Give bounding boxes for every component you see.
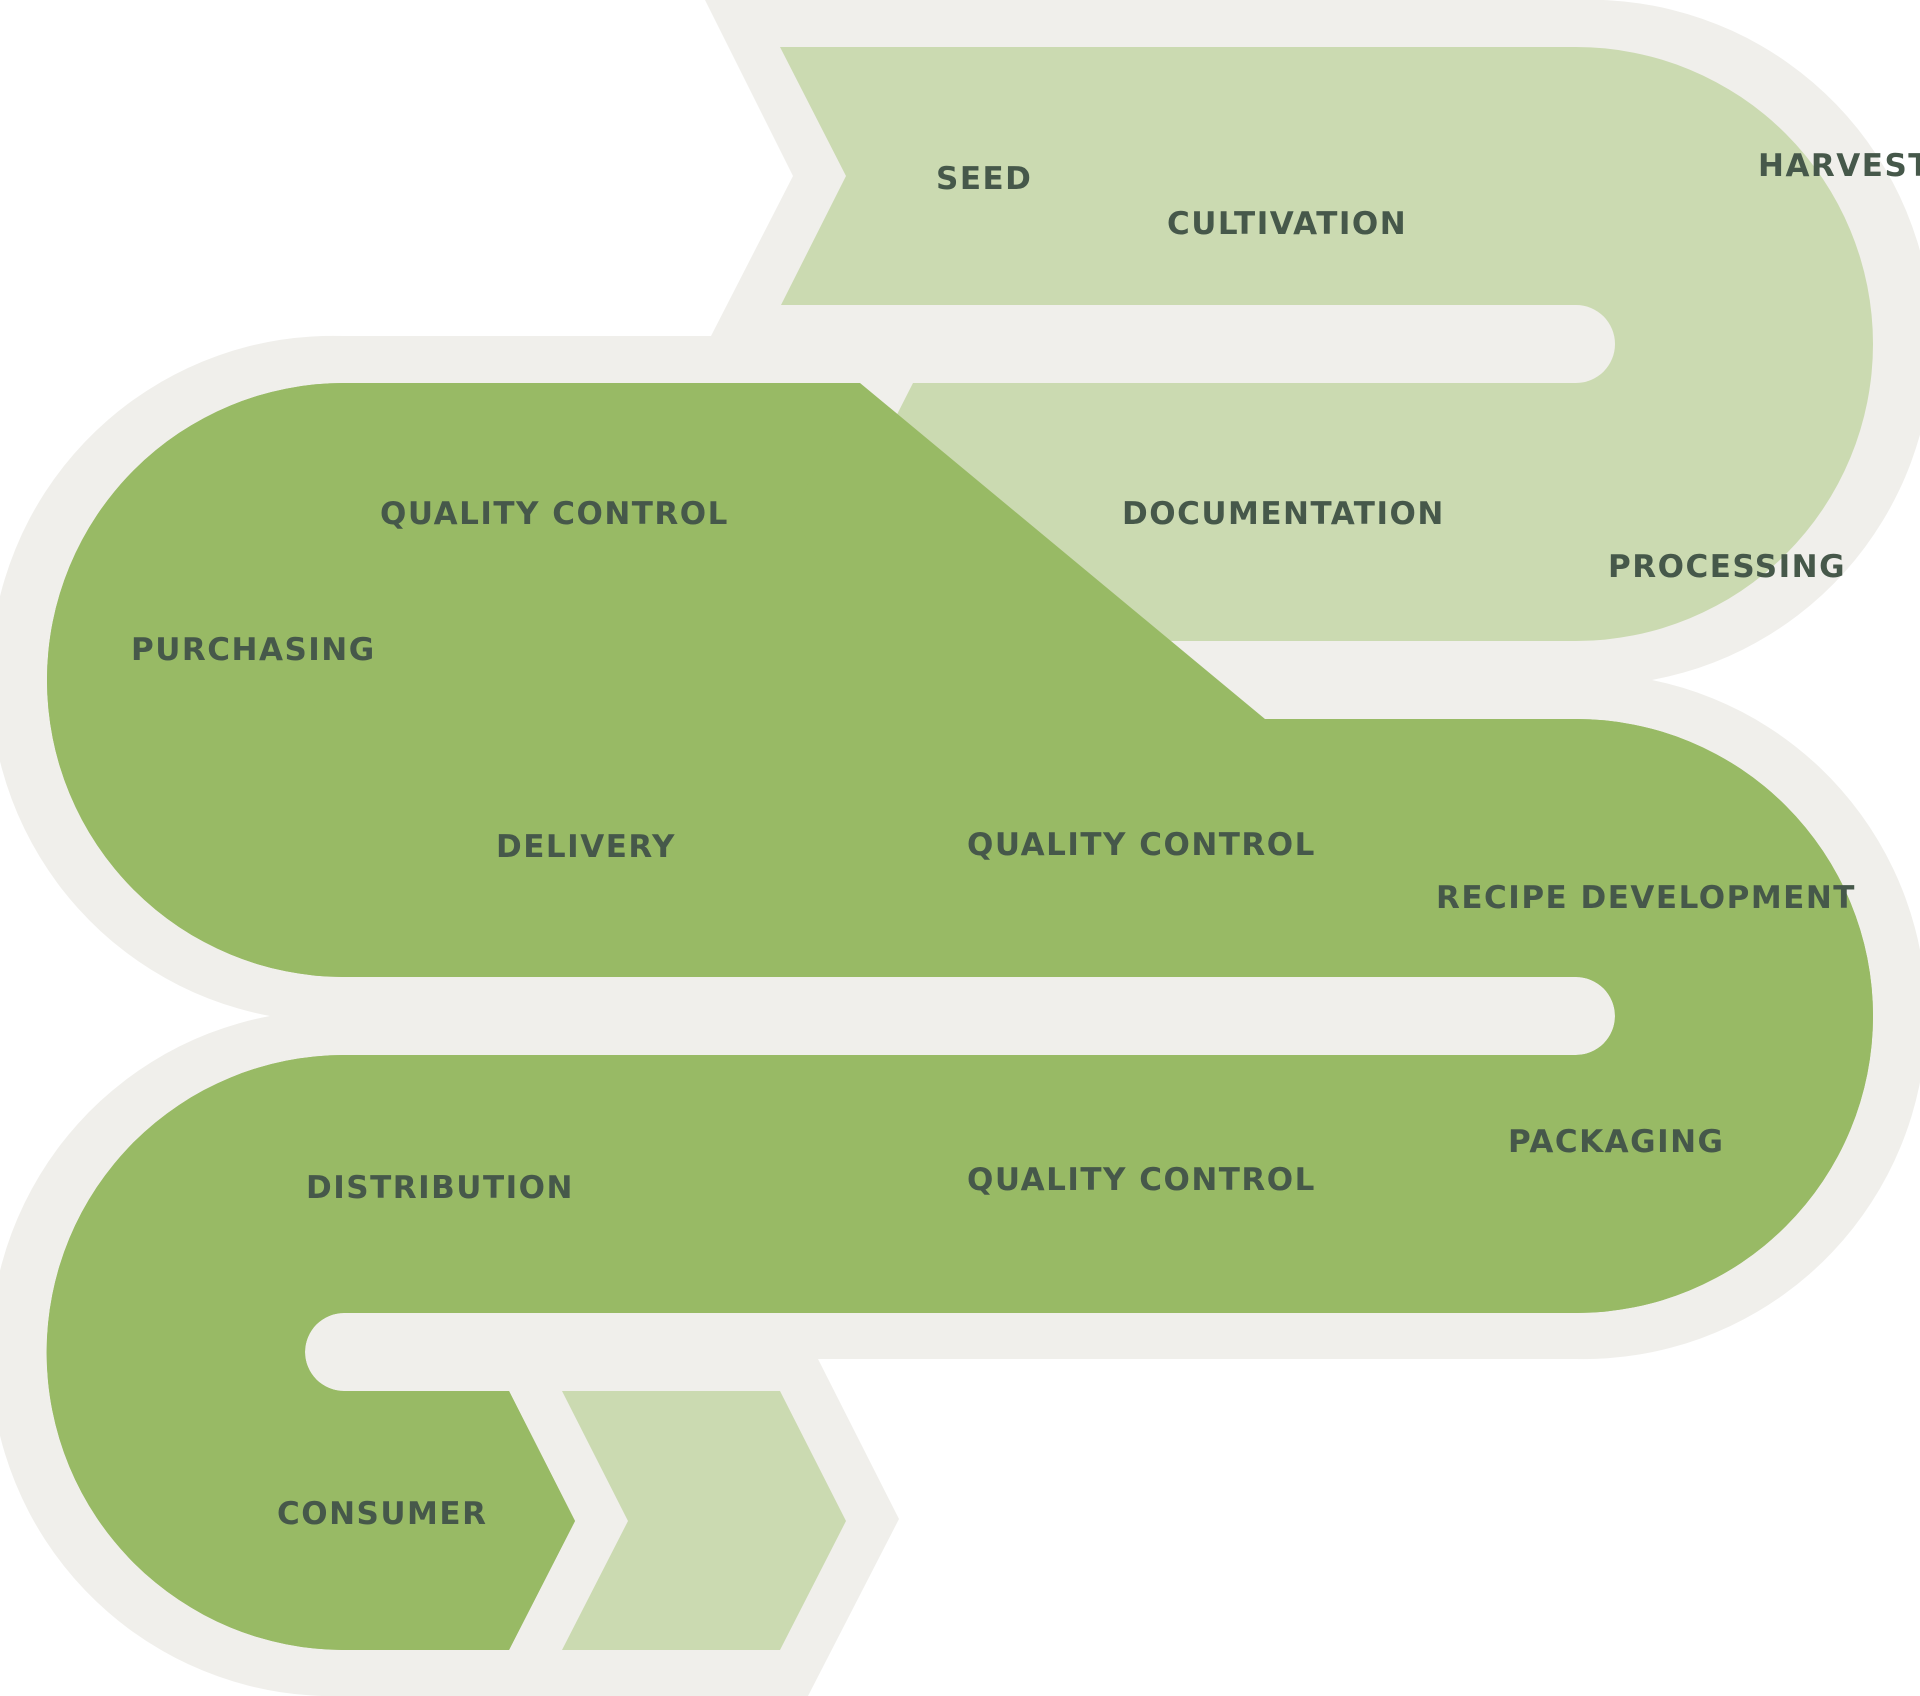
band-final-light-arrow — [562, 1391, 846, 1650]
label-cultivation: CULTIVATION — [1167, 206, 1407, 242]
label-packaging: PACKAGING — [1508, 1124, 1725, 1160]
label-recipe-development: RECIPE DEVELOPMENT — [1436, 880, 1856, 916]
label-documentation: DOCUMENTATION — [1122, 496, 1445, 532]
band-row2-green — [46, 383, 1874, 1650]
label-harvest: HARVEST — [1758, 148, 1920, 184]
label-purchasing: PURCHASING — [131, 632, 376, 668]
label-consumer: CONSUMER — [277, 1496, 487, 1532]
label-distribution: DISTRIBUTION — [306, 1170, 574, 1206]
label-seed: SEED — [936, 161, 1032, 197]
label-processing: PROCESSING — [1608, 549, 1846, 585]
label-quality-control-3: QUALITY CONTROL — [967, 1162, 1316, 1198]
label-delivery: DELIVERY — [496, 829, 676, 865]
band-row1-light — [780, 47, 1873, 641]
label-quality-control-2: QUALITY CONTROL — [967, 827, 1316, 863]
band-row2-body — [46, 383, 1874, 1650]
label-quality-control-1: QUALITY CONTROL — [380, 496, 729, 532]
